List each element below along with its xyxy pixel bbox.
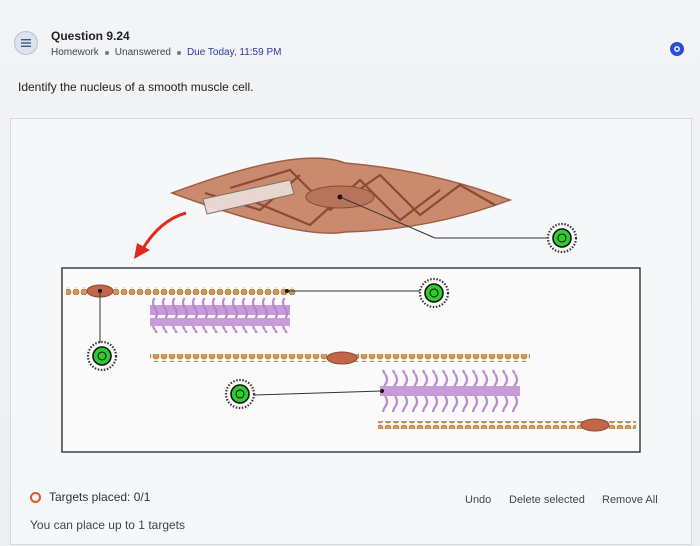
- meta-due: Due Today, 11:59 PM: [186, 47, 282, 58]
- place-limit: You can place up to 1 targets: [30, 518, 186, 532]
- targets-status: Targets placed: 0/1: [30, 490, 150, 504]
- meta-separator-dot: [104, 50, 109, 55]
- question-title: Question 9.24: [51, 29, 130, 43]
- meta-homework: Homework: [51, 47, 99, 58]
- undo-button[interactable]: Undo: [465, 494, 492, 506]
- question-prompt: Identify the nucleus of a smooth muscle …: [18, 80, 254, 94]
- label-target[interactable]: [418, 277, 450, 309]
- targets-placed: Targets placed: 0/1: [49, 490, 151, 504]
- delete-selected-button[interactable]: Delete selected: [509, 494, 585, 506]
- label-target[interactable]: [86, 340, 118, 372]
- question-meta: Homework Unanswered Due Today, 11:59 PM: [51, 47, 281, 58]
- remove-all-button[interactable]: Remove All: [602, 494, 658, 506]
- question-header: Question 9.24 Homework Unanswered Due To…: [0, 0, 700, 70]
- question-list-icon[interactable]: [14, 31, 38, 55]
- label-target[interactable]: [224, 378, 256, 410]
- meta-status: Unanswered: [114, 47, 171, 58]
- meta-separator-dot: [176, 50, 181, 55]
- labeling-canvas[interactable]: [10, 118, 692, 545]
- label-target[interactable]: [546, 222, 578, 254]
- status-ring-icon: [30, 491, 41, 503]
- info-icon[interactable]: [670, 42, 684, 56]
